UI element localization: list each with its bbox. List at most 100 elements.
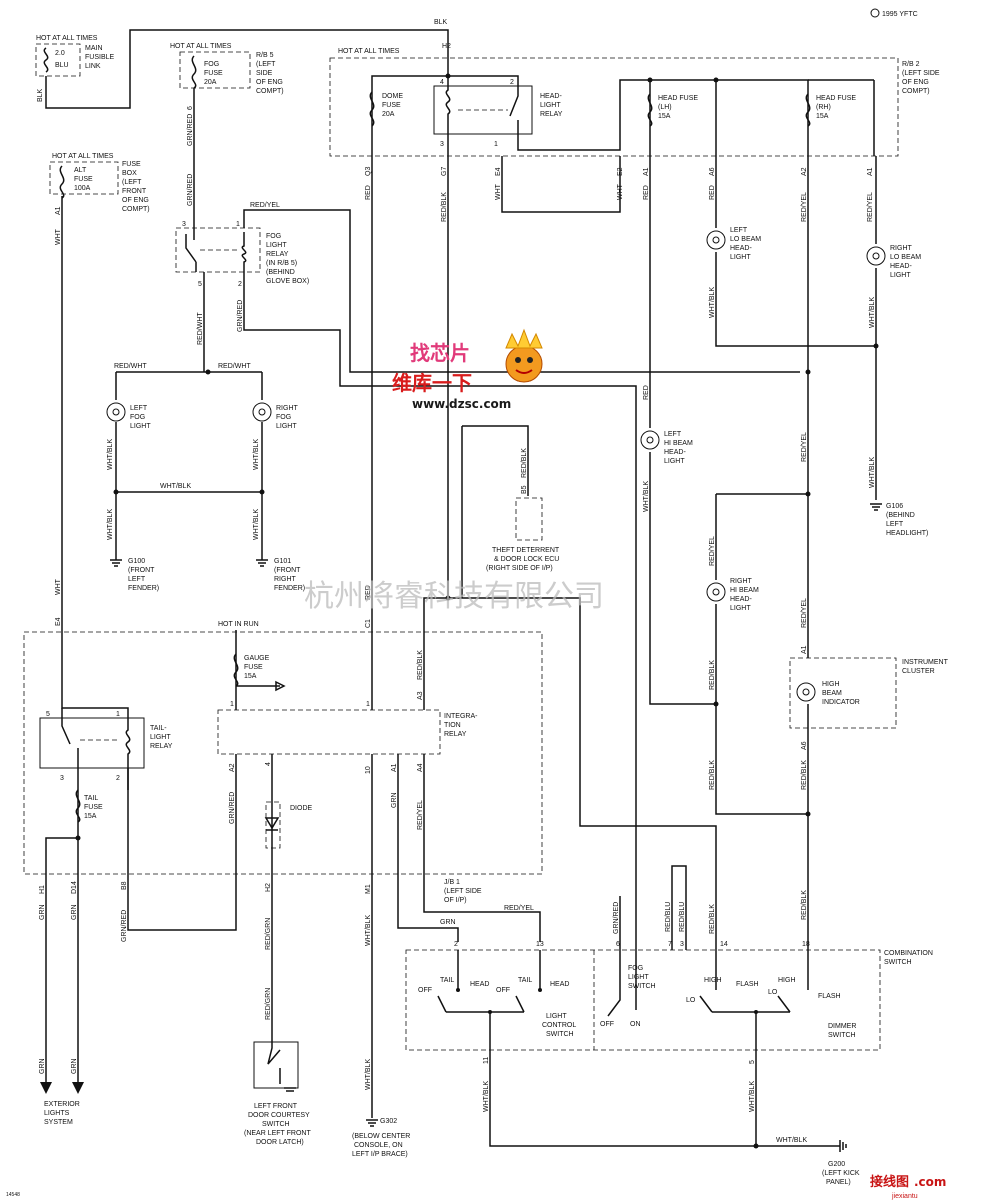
svg-text:GRN/RED: GRN/RED [229, 792, 236, 824]
svg-text:LO: LO [768, 989, 778, 996]
svg-text:A4: A4 [417, 763, 424, 772]
svg-text:SWITCH: SWITCH [546, 1031, 574, 1038]
svg-text:WHT/BLK: WHT/BLK [483, 1081, 490, 1112]
wht-blk-lo-ground [715, 252, 876, 347]
svg-text:A6: A6 [709, 167, 716, 176]
svg-text:WHT/BLK: WHT/BLK [749, 1081, 756, 1112]
svg-text:LIGHT: LIGHT [664, 458, 685, 465]
svg-text:PANEL): PANEL) [826, 1179, 851, 1186]
svg-text:GRN: GRN [440, 919, 456, 926]
svg-text:OFF: OFF [418, 987, 432, 994]
svg-text:RED/BLK: RED/BLK [709, 904, 716, 934]
svg-text:D14: D14 [71, 881, 78, 894]
fog-fuse-icon [191, 55, 197, 89]
svg-text:TAIL: TAIL [84, 795, 98, 802]
svg-text:OFF: OFF [600, 1021, 614, 1028]
svg-text:WHT/BLK: WHT/BLK [107, 439, 114, 470]
junction-block-1 [23, 631, 543, 875]
svg-text:A2: A2 [801, 167, 808, 176]
g101-ground-icon [256, 559, 268, 567]
svg-text:WHT/BLK: WHT/BLK [253, 439, 260, 470]
g302-ground-icon [366, 1119, 378, 1127]
svg-text:LIGHTS: LIGHTS [44, 1110, 70, 1117]
svg-text:(LH): (LH) [658, 104, 672, 111]
svg-text:GRN/RED: GRN/RED [187, 174, 194, 206]
svg-text:COMPT): COMPT) [122, 206, 150, 213]
red-yel-fog-relay-wire [243, 209, 800, 373]
svg-text:HOT AT ALL TIMES: HOT AT ALL TIMES [52, 153, 114, 160]
svg-text:4: 4 [265, 762, 272, 766]
svg-text:维库一下: 维库一下 [392, 371, 472, 395]
alt-fuse-icon [59, 165, 65, 199]
svg-text:LEFT: LEFT [128, 576, 146, 583]
instrument-cluster [789, 657, 897, 729]
svg-text:5: 5 [198, 281, 202, 288]
svg-text:LIGHT: LIGHT [150, 734, 171, 741]
main-fusible-link-box [35, 43, 81, 77]
svg-text:WHT/BLK: WHT/BLK [869, 457, 876, 488]
tail-relay-coil [125, 720, 131, 768]
svg-text:WHT/BLK: WHT/BLK [160, 483, 191, 490]
svg-text:RIGHT: RIGHT [276, 405, 299, 412]
svg-text:FUSIBLE: FUSIBLE [85, 54, 115, 61]
svg-text:BOX: BOX [122, 170, 137, 177]
svg-text:HIGH: HIGH [822, 681, 840, 688]
svg-text:(LEFT SIDE: (LEFT SIDE [444, 888, 482, 895]
svg-text:HI BEAM: HI BEAM [664, 440, 693, 447]
svg-text:CLUSTER: CLUSTER [902, 668, 935, 675]
svg-text:A1: A1 [801, 645, 808, 654]
head-fuse-lh-icon [647, 93, 653, 127]
svg-text:WHT: WHT [495, 183, 502, 200]
svg-text:FLASH: FLASH [736, 981, 759, 988]
svg-text:(BEHIND: (BEHIND [886, 512, 915, 519]
svg-text:OF ENG: OF ENG [902, 79, 929, 86]
svg-text:(IN R/B 5): (IN R/B 5) [266, 260, 297, 267]
svg-text:DIODE: DIODE [290, 805, 313, 812]
theft-ecu-box [515, 497, 543, 541]
svg-text:GLOVE BOX): GLOVE BOX) [266, 278, 309, 285]
svg-text:15A: 15A [816, 113, 829, 120]
svg-text:RED/YEL: RED/YEL [801, 598, 808, 628]
figure-id: 14548 [6, 1192, 20, 1198]
svg-text:RED/BLK: RED/BLK [801, 760, 808, 790]
svg-text:TAIL-: TAIL- [150, 725, 167, 732]
combination-switch [405, 949, 881, 1051]
svg-text:B8: B8 [121, 881, 128, 890]
svg-text:TAIL: TAIL [518, 977, 532, 984]
svg-text:jiexiantu: jiexiantu [891, 1193, 918, 1200]
svg-text:GRN: GRN [71, 1058, 78, 1074]
svg-text:FUSE: FUSE [84, 804, 103, 811]
svg-text:RED/BLK: RED/BLK [417, 650, 424, 680]
svg-text:GRN: GRN [39, 1058, 46, 1074]
svg-text:H1: H1 [39, 885, 46, 894]
main-fuse-color: BLU [55, 62, 69, 69]
svg-text:1: 1 [366, 701, 370, 708]
svg-text:H2: H2 [265, 883, 272, 892]
svg-text:3: 3 [60, 775, 64, 782]
svg-text:FENDER): FENDER) [274, 585, 305, 592]
svg-text:Q3: Q3 [365, 167, 372, 176]
svg-text:RED/BLU: RED/BLU [679, 902, 686, 932]
svg-text:(BELOW CENTER: (BELOW CENTER [352, 1133, 410, 1140]
svg-text:A2: A2 [229, 763, 236, 772]
exterior-arrow-icon [40, 1082, 84, 1094]
svg-text:LO BEAM: LO BEAM [730, 236, 761, 243]
head-relay-output-bus [517, 79, 809, 156]
svg-text:RED/BLK: RED/BLK [709, 760, 716, 790]
fog-light-relay [175, 227, 261, 273]
svg-text:3: 3 [440, 141, 444, 148]
svg-text:2: 2 [454, 941, 458, 948]
svg-text:5: 5 [749, 1060, 756, 1064]
head-fuse-rh-icon [805, 93, 811, 127]
svg-text:GRN/RED: GRN/RED [613, 902, 620, 934]
svg-text:18: 18 [802, 941, 810, 948]
svg-text:RED: RED [365, 585, 372, 600]
svg-text:FUSE: FUSE [382, 102, 401, 109]
svg-text:COMBINATION: COMBINATION [884, 950, 933, 957]
svg-text:11: 11 [483, 1057, 490, 1064]
svg-text:HIGH: HIGH [778, 977, 796, 984]
svg-text:GRN/RED: GRN/RED [237, 300, 244, 332]
svg-text:LO BEAM: LO BEAM [890, 254, 921, 261]
svg-text:WHT/BLK: WHT/BLK [253, 509, 260, 540]
svg-text:RED/WHT: RED/WHT [114, 363, 147, 370]
